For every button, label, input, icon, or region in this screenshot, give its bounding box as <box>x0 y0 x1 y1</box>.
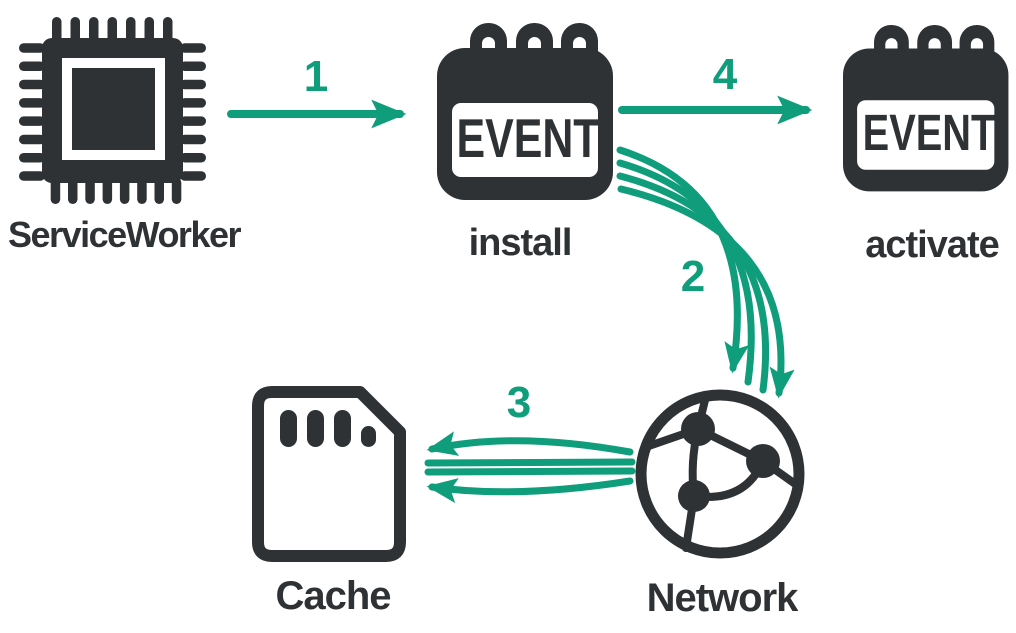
activate-label: activate <box>865 224 1000 266</box>
edge-label-1: 1 <box>303 52 329 101</box>
edge-label-4: 4 <box>712 50 738 99</box>
edge-label-3: 3 <box>506 378 532 427</box>
cache-label: Cache <box>275 574 391 618</box>
cpu-pins-top <box>52 17 173 43</box>
arrows-3 <box>424 431 636 504</box>
sd-card-icon <box>252 386 406 562</box>
install-calendar-event-text: EVENT <box>456 107 600 169</box>
cpu-chip-icon <box>19 17 206 204</box>
service-worker-label: ServiceWorker <box>8 214 242 255</box>
cpu-pins-bottom <box>50 178 182 204</box>
edge-label-2: 2 <box>680 252 706 301</box>
cpu-pins-right <box>180 43 206 181</box>
network-label: Network <box>646 576 799 620</box>
cpu-pins-left <box>19 43 45 181</box>
activate-calendar-event-text: EVENT <box>862 104 996 161</box>
globe-network-icon <box>635 389 805 559</box>
curved-arrows-2 <box>616 146 795 399</box>
install-label: install <box>468 222 573 264</box>
